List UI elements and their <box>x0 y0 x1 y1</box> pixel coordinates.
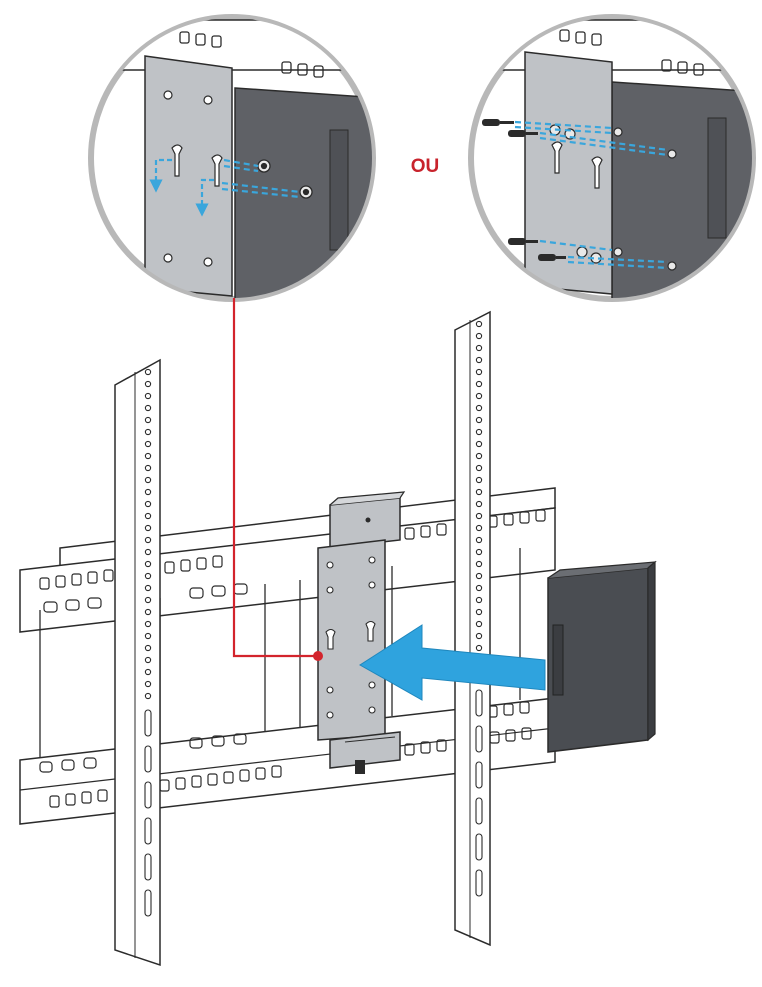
upright-hole <box>144 440 152 448</box>
upright-hole <box>144 416 152 424</box>
upright-hole <box>144 644 152 652</box>
upright-hole <box>144 608 152 616</box>
upright-hole <box>144 488 152 496</box>
vertical-upright-left <box>114 358 161 967</box>
upright-hole <box>475 572 483 580</box>
upright-hole <box>475 500 483 508</box>
callout-leader-line <box>232 298 323 661</box>
detail-circle-hook-method <box>88 14 376 302</box>
upright-hole <box>144 404 152 412</box>
upright-hole <box>475 608 483 616</box>
center-mounting-bracket <box>317 491 406 774</box>
keyhole-icon <box>171 144 223 187</box>
upright-hole <box>144 464 152 472</box>
alternative-separator-label: OU <box>411 156 440 177</box>
upright-hole <box>475 404 483 412</box>
upright-hole <box>475 380 483 388</box>
upright-hole <box>144 572 152 580</box>
upright-hole <box>475 320 483 328</box>
upright-hole <box>144 500 152 508</box>
upright-hole <box>475 356 483 364</box>
upright-hole <box>475 368 483 376</box>
upright-hole <box>144 656 152 664</box>
upright-hole <box>144 512 152 520</box>
upright-hole <box>475 548 483 556</box>
upright-hole <box>144 524 152 532</box>
upright-hole <box>144 476 152 484</box>
upright-hole <box>475 476 483 484</box>
upright-hole <box>475 452 483 460</box>
screw-icon <box>482 119 602 264</box>
upright-hole <box>144 560 152 568</box>
upright-hole <box>144 680 152 688</box>
upright-hole <box>475 428 483 436</box>
upright-hole <box>144 368 152 376</box>
upright-hole <box>475 632 483 640</box>
upright-hole <box>475 596 483 604</box>
upright-hole <box>475 488 483 496</box>
keyhole-icon <box>325 620 376 650</box>
upright-hole <box>475 644 483 652</box>
upright-hole <box>475 392 483 400</box>
upright-hole <box>144 584 152 592</box>
upright-hole <box>475 440 483 448</box>
upright-hole <box>144 620 152 628</box>
rail-holes <box>179 31 324 78</box>
screw-guide-lines <box>221 158 301 199</box>
upright-hole <box>144 692 152 700</box>
upright-hole <box>144 380 152 388</box>
upright-hole <box>475 416 483 424</box>
upright-hole <box>144 668 152 676</box>
upright-hole <box>475 524 483 532</box>
vertical-upright-right <box>454 310 491 947</box>
detail-circle-screw-method <box>468 14 756 302</box>
wall-mount-assembly <box>19 298 657 967</box>
direction-arrow-icon <box>149 158 214 217</box>
device-box <box>547 560 657 753</box>
upright-hole <box>475 332 483 340</box>
upright-hole <box>475 536 483 544</box>
screw-guide-lines <box>514 120 669 270</box>
upright-hole <box>144 632 152 640</box>
mounting-plate <box>524 51 613 295</box>
direction-arrow-icon <box>359 624 546 701</box>
upright-hole <box>144 596 152 604</box>
upright-hole <box>475 620 483 628</box>
upright-hole <box>475 344 483 352</box>
rail-holes <box>559 29 704 76</box>
screw-icon <box>257 159 313 199</box>
upright-hole <box>475 560 483 568</box>
upright-hole <box>144 428 152 436</box>
upright-hole <box>475 512 483 520</box>
upright-hole <box>144 548 152 556</box>
upright-hole <box>144 392 152 400</box>
upright-hole <box>475 584 483 592</box>
device-panel <box>611 81 752 298</box>
upright-hole <box>475 464 483 472</box>
keyhole-icon <box>551 141 603 189</box>
upright-hole <box>144 452 152 460</box>
mounting-plate <box>144 55 233 297</box>
upright-hole <box>144 536 152 544</box>
